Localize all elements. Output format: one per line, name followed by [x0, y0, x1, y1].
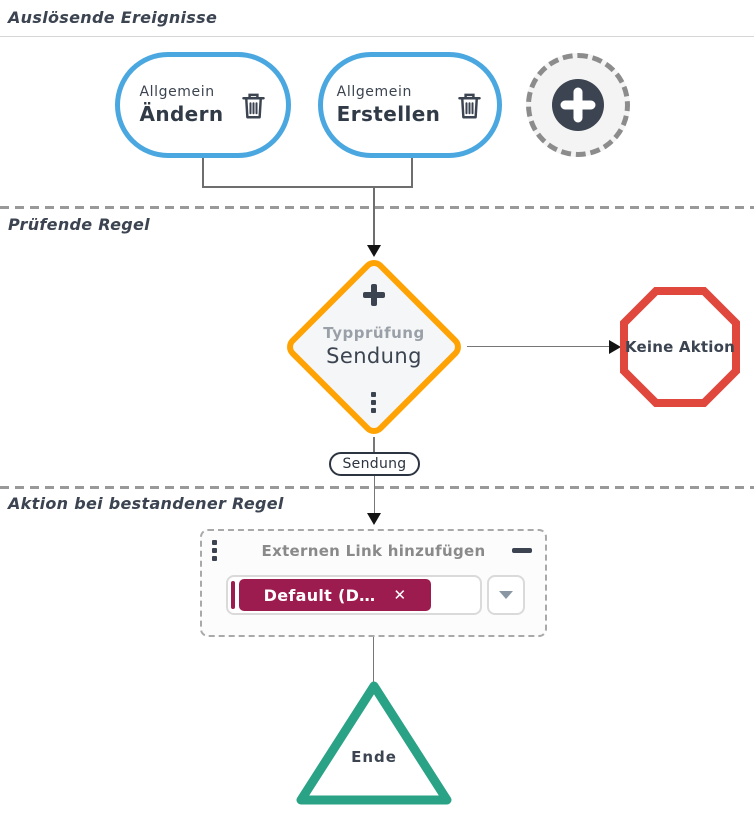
trash-icon[interactable] — [240, 91, 267, 120]
action-node-box[interactable]: Externen Link hinzufügen Default (D… ✕ — [200, 529, 547, 637]
event-node-text: Allgemein Erstellen — [337, 84, 441, 126]
rule-name: Sendung — [326, 344, 422, 368]
action-title: Externen Link hinzufügen — [261, 542, 486, 560]
arrowhead-down-icon — [367, 513, 381, 525]
connector-line — [202, 158, 204, 186]
events-underline — [0, 36, 754, 37]
connector-line — [374, 476, 375, 514]
event-category: Allgemein — [139, 84, 215, 100]
end-node-triangle[interactable] — [296, 680, 452, 806]
section-divider — [0, 486, 754, 489]
selected-tag-label: Default (D… — [263, 585, 376, 605]
add-condition-icon[interactable] — [363, 284, 385, 306]
section-divider — [0, 206, 754, 209]
tag-accent-bar — [231, 581, 235, 609]
pass-label-pill: Sendung — [329, 452, 420, 476]
collapse-minus-icon[interactable] — [512, 548, 532, 553]
event-node-text: Allgemein Ändern — [139, 84, 223, 126]
plus-icon — [552, 79, 604, 131]
event-name: Ändern — [139, 102, 224, 126]
arrowhead-right-icon — [609, 340, 621, 354]
drag-handle-icon[interactable] — [212, 540, 217, 561]
section-title-action: Aktion bei bestandener Regel — [8, 494, 284, 513]
fail-node-octagon[interactable] — [620, 287, 740, 407]
connector-line — [467, 346, 611, 347]
end-node-label: Ende — [351, 748, 397, 766]
rule-category: Typprüfung — [323, 324, 425, 342]
event-category: Allgemein — [336, 84, 412, 100]
rule-menu-icon[interactable] — [371, 392, 376, 413]
remove-tag-icon[interactable]: ✕ — [393, 586, 407, 604]
connector-line — [373, 437, 375, 453]
section-title-rule: Prüfende Regel — [8, 215, 150, 234]
event-name: Erstellen — [336, 102, 441, 126]
section-title-events: Auslösende Ereignisse — [8, 8, 218, 27]
connector-line — [373, 637, 374, 683]
event-node-erstellen[interactable]: Allgemein Erstellen — [318, 52, 502, 158]
connector-line — [373, 186, 375, 246]
event-node-aendern[interactable]: Allgemein Ändern — [115, 52, 291, 158]
fail-node-label: Keine Aktion — [624, 338, 736, 356]
trash-icon[interactable] — [456, 91, 483, 120]
connector-line — [202, 186, 413, 188]
select-dropdown-button[interactable] — [487, 575, 525, 615]
connector-line — [411, 158, 413, 186]
link-select[interactable]: Default (D… ✕ — [226, 575, 482, 615]
selected-tag: Default (D… ✕ — [239, 579, 431, 611]
add-event-button[interactable] — [526, 53, 630, 157]
arrowhead-down-icon — [367, 245, 381, 257]
chevron-down-icon — [499, 591, 513, 599]
